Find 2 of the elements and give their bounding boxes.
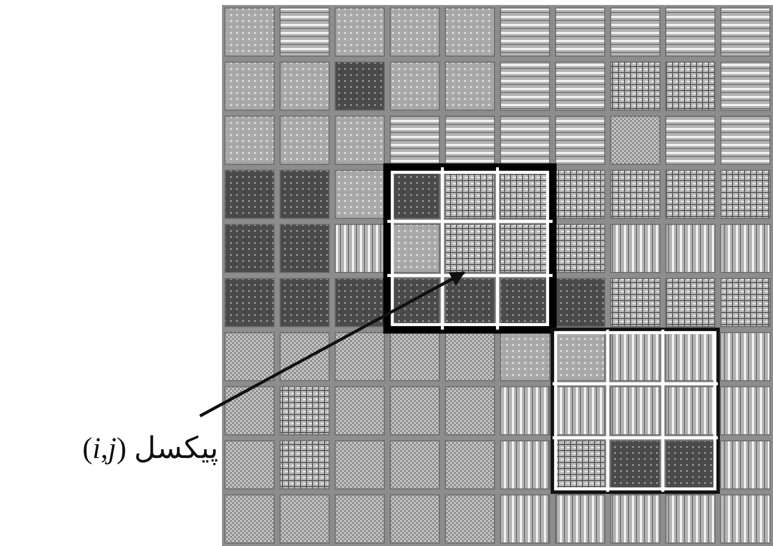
leader-line bbox=[199, 271, 466, 418]
pixel-cell bbox=[444, 224, 495, 273]
